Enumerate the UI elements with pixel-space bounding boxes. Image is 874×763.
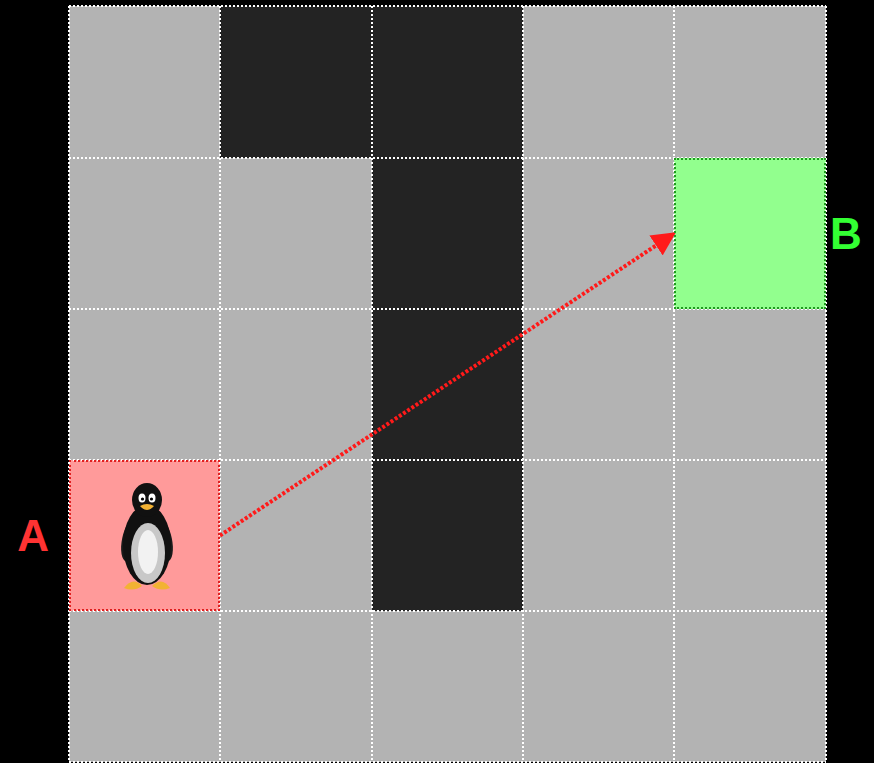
start-cell [69,460,220,611]
grid-lines [69,6,826,762]
goal-cell [674,158,826,309]
cell-label: A [17,514,49,558]
penguin [118,483,177,590]
path-arrow [220,234,674,536]
start-cell: A [69,460,220,611]
goal-cell: B [674,158,826,309]
cell-label: B [830,212,862,256]
floor-cells [69,6,826,762]
wall-cell [372,158,523,611]
